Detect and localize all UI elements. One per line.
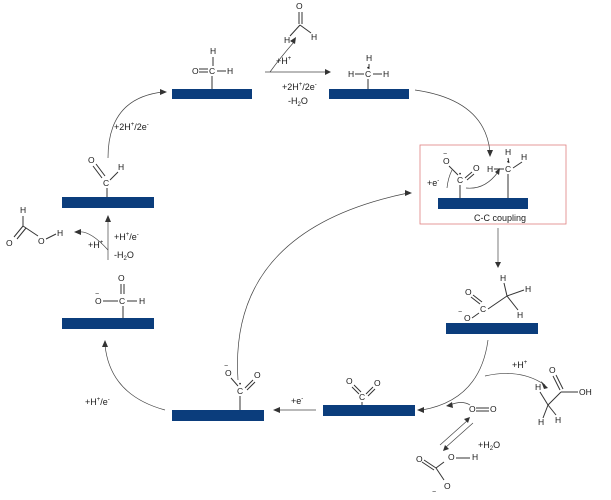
surface-co2: [323, 405, 415, 416]
molecule-acetic-acid-free: O OH H H H: [535, 365, 592, 427]
molecule-bicarbonate: O H O O −: [416, 452, 478, 496]
svg-text:C: C: [209, 66, 215, 76]
svg-text:H: H: [139, 296, 145, 306]
svg-text:-H2O: -H2O: [288, 96, 308, 108]
svg-text:+H+/e-: +H+/e-: [114, 232, 139, 242]
svg-text:+H+: +H+: [88, 240, 104, 250]
svg-text:•: •: [459, 172, 461, 178]
svg-text:•: •: [239, 382, 241, 388]
surface-methyl: [329, 89, 409, 99]
svg-text:O: O: [549, 365, 556, 375]
svg-text:O: O: [473, 163, 480, 173]
molecule-coupling-intermediate: O − C • O H H C • H: [443, 147, 527, 198]
svg-text:O: O: [490, 404, 497, 414]
svg-text:C: C: [505, 164, 511, 174]
molecule-methyl-adsorbed: H H C • H: [348, 53, 389, 89]
svg-text:O: O: [6, 238, 13, 248]
svg-text:−: −: [432, 489, 436, 496]
svg-text:OH: OH: [579, 387, 592, 397]
surface-coupling: [438, 198, 528, 209]
molecule-co2-adsorbed: O C O: [346, 376, 381, 405]
svg-text:O: O: [346, 376, 353, 386]
svg-text:O: O: [469, 404, 476, 414]
svg-text:C: C: [359, 392, 365, 402]
svg-text:H: H: [535, 382, 541, 392]
svg-text:+2H+/2e-: +2H+/2e-: [114, 122, 149, 132]
svg-text:H: H: [555, 415, 561, 425]
svg-text:H: H: [227, 66, 233, 76]
svg-text:O: O: [464, 313, 471, 323]
svg-text:H: H: [210, 46, 216, 56]
step-labels: +H+ +2H+/2e- -H2O +2H+/2e- +H+/e- +H+ -H…: [85, 56, 528, 452]
svg-text:C: C: [237, 386, 243, 396]
svg-text:−: −: [458, 309, 462, 316]
svg-text:O: O: [296, 1, 303, 11]
svg-text:+H+: +H+: [512, 360, 528, 370]
molecule-formate-adsorbed: O O − C H: [95, 273, 145, 318]
svg-text:H: H: [366, 53, 372, 63]
surface-formyl: [62, 197, 154, 208]
svg-text:H: H: [383, 69, 389, 79]
svg-text:O: O: [254, 370, 261, 380]
svg-text:+e-: +e-: [427, 178, 439, 188]
surface-co2-radical: [172, 410, 264, 421]
svg-text:O: O: [444, 481, 451, 491]
svg-text:O: O: [192, 66, 199, 76]
svg-text:O: O: [448, 452, 455, 462]
svg-text:H: H: [538, 417, 544, 427]
molecule-co2-free: O O: [469, 404, 497, 414]
surface-acetate: [446, 323, 538, 334]
svg-text:C: C: [365, 69, 371, 79]
svg-text:O: O: [416, 454, 423, 464]
svg-text:H: H: [521, 152, 527, 162]
svg-text:•: •: [507, 160, 509, 166]
svg-text:O: O: [88, 155, 95, 165]
coupling-label: C-C coupling: [474, 213, 526, 223]
svg-text:C: C: [103, 178, 109, 188]
svg-text:H: H: [505, 147, 511, 157]
molecule-formic-acid-free: H O O H: [6, 205, 63, 248]
svg-text:H: H: [517, 310, 523, 320]
surface-formaldehyde: [172, 89, 252, 99]
svg-text:H: H: [472, 452, 478, 462]
svg-text:H: H: [284, 35, 290, 45]
svg-text:−: −: [95, 291, 99, 298]
svg-text:+H2O: +H2O: [478, 440, 500, 452]
svg-text:−: −: [443, 151, 447, 158]
svg-text:O: O: [374, 378, 381, 388]
svg-text:O: O: [465, 287, 472, 297]
svg-text:-H2O: -H2O: [114, 250, 134, 262]
svg-text:O: O: [38, 236, 45, 246]
svg-text:H: H: [20, 205, 26, 215]
svg-text:H: H: [487, 164, 493, 174]
svg-text:C: C: [457, 175, 463, 185]
svg-text:H: H: [500, 273, 506, 283]
surface-formate: [62, 318, 154, 329]
svg-text:•: •: [367, 66, 369, 72]
svg-text:O: O: [95, 296, 102, 306]
coupling-highlight-box: [419, 144, 567, 225]
molecule-formyl-adsorbed: O C H: [88, 155, 124, 197]
svg-text:H: H: [311, 32, 317, 42]
svg-text:O: O: [443, 156, 450, 166]
svg-text:H: H: [348, 69, 354, 79]
svg-text:−: −: [224, 363, 228, 370]
svg-text:+2H+/2e-: +2H+/2e-: [282, 82, 317, 92]
svg-text:H: H: [57, 228, 63, 238]
svg-text:O: O: [118, 273, 125, 283]
svg-text:C: C: [480, 304, 486, 314]
svg-text:+e-: +e-: [291, 396, 303, 406]
molecule-acetate-adsorbed: O C O − H H H: [458, 273, 531, 323]
molecule-formaldehyde-adsorbed: H O C H: [192, 46, 233, 89]
svg-text:C: C: [119, 296, 125, 306]
svg-text:+H+/e-: +H+/e-: [85, 397, 110, 407]
molecule-co2-radical-adsorbed: O − C • O: [224, 363, 261, 410]
svg-text:H: H: [118, 162, 124, 172]
svg-text:+H+: +H+: [276, 56, 292, 66]
svg-text:H: H: [525, 284, 531, 294]
svg-text:O: O: [225, 368, 232, 378]
cycle-arrows: [74, 37, 548, 451]
molecule-formaldehyde-free: O H H: [284, 1, 317, 45]
